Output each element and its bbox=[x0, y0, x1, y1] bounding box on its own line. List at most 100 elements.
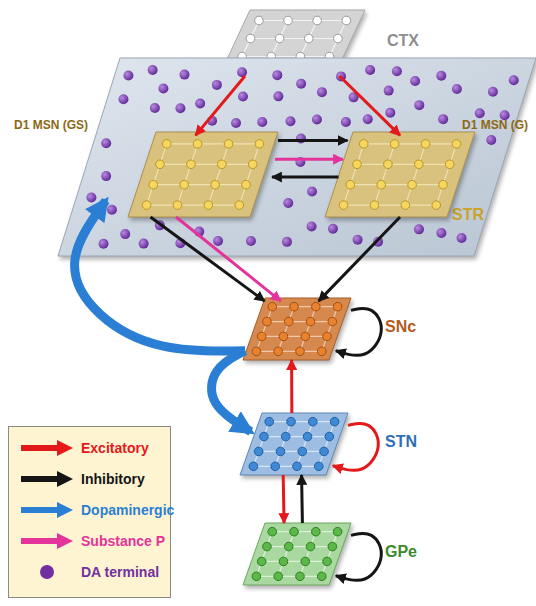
region-label: D1 MSN (G) bbox=[462, 119, 528, 132]
da-terminal bbox=[101, 138, 111, 148]
grid-line bbox=[272, 531, 337, 532]
plane-shape bbox=[243, 298, 351, 360]
da-terminal bbox=[139, 239, 149, 249]
neuron-dot bbox=[284, 317, 293, 326]
grid-line bbox=[264, 436, 329, 437]
da-terminal bbox=[283, 198, 293, 208]
da-terminal bbox=[285, 116, 295, 126]
region-label: D1 MSN (GS) bbox=[14, 119, 88, 132]
da-terminal bbox=[207, 116, 217, 126]
da-terminal bbox=[175, 238, 185, 248]
da-terminal bbox=[272, 70, 282, 80]
grid-line bbox=[147, 205, 240, 206]
da-terminal bbox=[363, 114, 373, 124]
da-terminal bbox=[273, 91, 283, 101]
da-terminal bbox=[486, 135, 496, 145]
neuron-dot bbox=[323, 332, 332, 341]
da-terminal bbox=[438, 114, 448, 124]
grid-line bbox=[322, 307, 338, 352]
region-label: SNc bbox=[385, 318, 416, 336]
neuron-dot bbox=[330, 417, 339, 426]
neuron-dot bbox=[421, 140, 430, 149]
neuron-dot bbox=[346, 180, 355, 189]
neural-plane: STRD1 MSN (GS)D1 MSN (G) bbox=[58, 58, 536, 256]
neuron-dot bbox=[275, 34, 284, 43]
neuron-dot bbox=[211, 180, 220, 189]
da-terminal bbox=[212, 80, 222, 90]
neuron-dot bbox=[401, 201, 410, 210]
projection-arrow bbox=[282, 475, 286, 523]
swatch-arrow bbox=[21, 440, 73, 456]
neuron-dot bbox=[265, 417, 274, 426]
neuron-dot bbox=[252, 347, 261, 356]
neuron-dot bbox=[246, 34, 255, 43]
da-terminal bbox=[213, 236, 223, 246]
neuron-dot bbox=[312, 527, 321, 536]
da-terminal bbox=[457, 233, 467, 243]
da-terminal bbox=[475, 108, 485, 118]
grid-line bbox=[256, 532, 272, 577]
neuron-dot bbox=[252, 572, 261, 581]
grid-line bbox=[242, 56, 329, 57]
neural-plane: SNc bbox=[243, 298, 351, 360]
plane-shape bbox=[128, 132, 278, 217]
neuron-dot bbox=[323, 557, 332, 566]
neuron-dot bbox=[432, 201, 441, 210]
neuron-dot bbox=[333, 527, 342, 536]
neuron-dot bbox=[333, 302, 342, 311]
da-terminal bbox=[246, 236, 256, 246]
legend-swatch bbox=[17, 438, 77, 458]
neuron-dot bbox=[248, 160, 257, 169]
legend-row: Excitatory bbox=[9, 438, 169, 460]
grid-line bbox=[167, 143, 260, 144]
da-terminal bbox=[307, 187, 317, 197]
plane-shape bbox=[243, 523, 351, 585]
da-terminal bbox=[384, 86, 394, 96]
grid-line bbox=[267, 546, 332, 547]
da-terminal bbox=[158, 83, 168, 93]
region-label: CTX bbox=[387, 32, 419, 50]
da-terminal bbox=[120, 229, 130, 239]
grid-line bbox=[251, 38, 338, 39]
grid-line bbox=[256, 351, 321, 352]
neuron-dot bbox=[224, 140, 233, 149]
legend-swatch bbox=[17, 562, 77, 582]
neural-plane: D1 MSN (GS) bbox=[128, 132, 278, 217]
grid-line bbox=[256, 576, 321, 577]
da-terminal bbox=[488, 87, 498, 97]
neuron-dot bbox=[293, 462, 302, 471]
swatch-arrow bbox=[21, 471, 73, 487]
neuron-dot bbox=[334, 34, 343, 43]
legend-row: Substance P bbox=[9, 531, 169, 553]
grid-line bbox=[259, 451, 324, 452]
grid-line bbox=[344, 205, 437, 206]
grid-line bbox=[253, 466, 318, 467]
grid-line bbox=[153, 184, 246, 185]
neuron-dot bbox=[290, 527, 299, 536]
neuron-dot bbox=[187, 160, 196, 169]
da-terminal bbox=[317, 87, 327, 97]
da-terminal bbox=[385, 108, 395, 118]
da-terminal bbox=[312, 114, 322, 124]
legend-row: Dopaminergic bbox=[9, 500, 169, 522]
da-terminal bbox=[328, 224, 338, 234]
legend-text: DA terminal bbox=[81, 564, 159, 580]
plane-outline bbox=[325, 132, 475, 217]
plane-shape bbox=[325, 132, 475, 217]
neuron-dot bbox=[263, 317, 272, 326]
da-terminal bbox=[175, 103, 185, 113]
da-terminal bbox=[410, 76, 420, 86]
neuron-dot bbox=[328, 317, 337, 326]
grid-line bbox=[177, 144, 197, 205]
da-terminal bbox=[98, 239, 108, 249]
neuron-dot bbox=[390, 140, 399, 149]
grid-line bbox=[405, 144, 425, 205]
neuron-dot bbox=[268, 302, 277, 311]
neuron-dot bbox=[296, 347, 305, 356]
grid-line bbox=[272, 306, 337, 307]
grid-line bbox=[374, 144, 394, 205]
neuron-dot bbox=[263, 542, 272, 551]
plane-outline bbox=[58, 58, 536, 256]
neuron-dot bbox=[281, 432, 290, 441]
